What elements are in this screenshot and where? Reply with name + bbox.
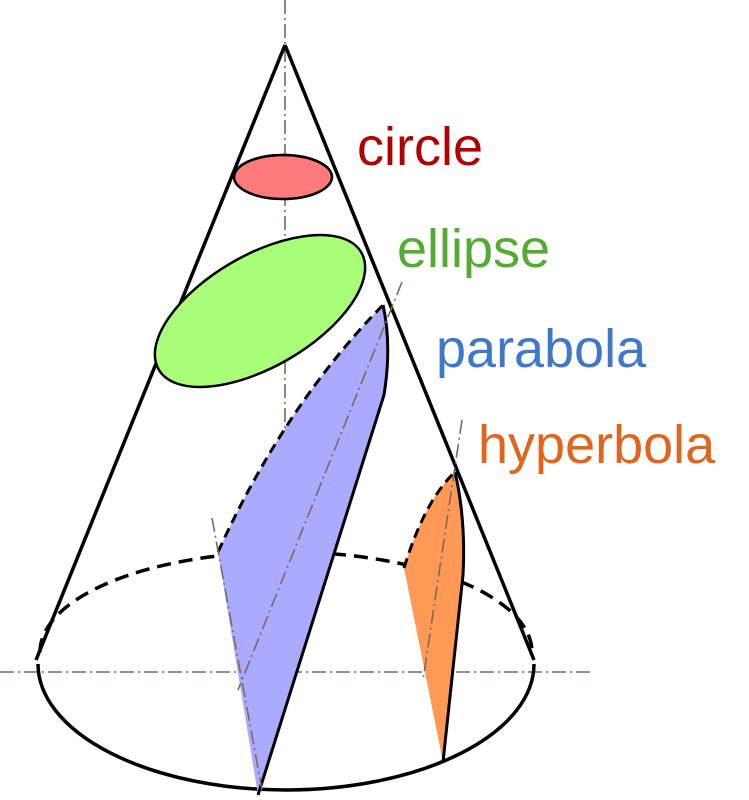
hyperbola-section-solid-edge (441, 471, 466, 763)
hyperbola-label: hyperbola (478, 415, 716, 475)
circle-section (232, 153, 334, 201)
base-ellipse-back-dashed (38, 550, 534, 653)
circle-label: circle (357, 117, 484, 177)
parabola-section-solid-edge (256, 304, 390, 796)
hyperbola-section (402, 419, 466, 763)
parabola-label: parabola (436, 319, 647, 379)
hyperbola-section-shape (404, 472, 464, 762)
ellipse-section (153, 233, 367, 389)
parabola-section-dashed-edge (216, 303, 385, 553)
parabola-plane-axis-2 (211, 517, 263, 791)
base-ellipse-front (36, 663, 536, 792)
circle-section-back-edge (232, 153, 334, 178)
parabola-plane-axis (237, 281, 403, 691)
hyperbola-section-dashed-edge (402, 470, 457, 569)
hyperbola-plane-axis (422, 419, 463, 681)
ellipse-section-shape (153, 233, 367, 389)
ellipse-label: ellipse (397, 219, 551, 279)
parabola-section-shape (218, 305, 388, 795)
parabola-section (211, 281, 403, 796)
cone-right-edge (283, 44, 536, 661)
